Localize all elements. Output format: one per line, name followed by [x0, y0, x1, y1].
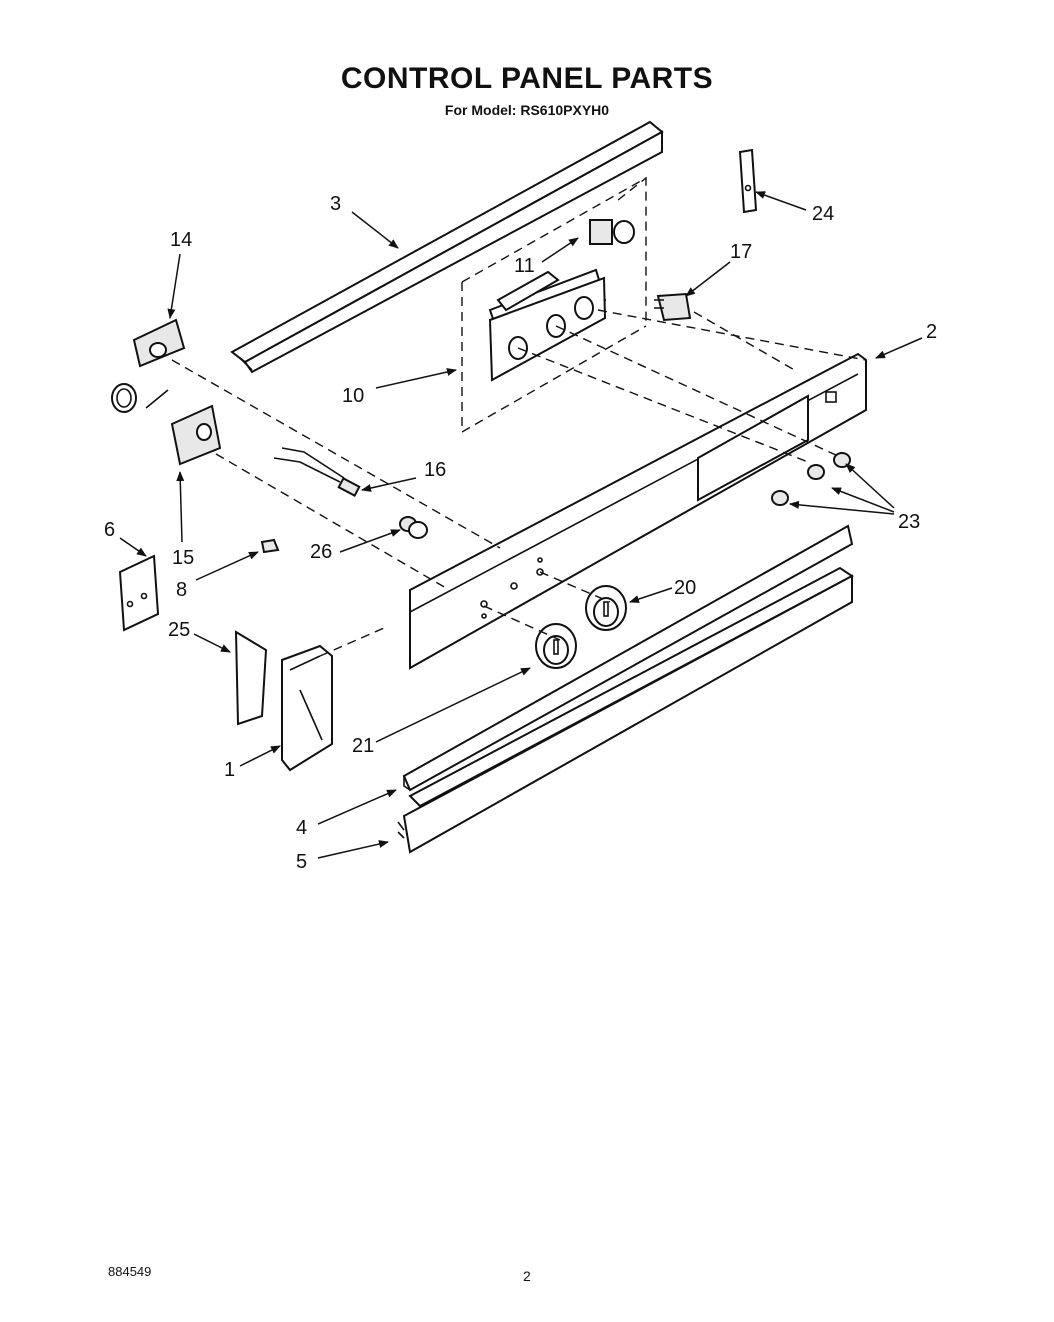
part-17-terminal: [654, 292, 692, 322]
part-21-knob: [535, 623, 577, 669]
part-25-bracket: [234, 630, 268, 726]
part-16-wire-harness: [273, 447, 361, 497]
page-number: 2: [523, 1268, 531, 1284]
model-subtitle: For Model: RS610PXYH0: [444, 102, 610, 118]
callout-10: 10: [342, 385, 364, 407]
callout-21: 21: [352, 735, 374, 757]
callout-6: 6: [104, 519, 115, 541]
callout-4: 4: [296, 817, 307, 839]
part-11-switch: [589, 219, 635, 245]
part-6-bracket: [118, 554, 160, 632]
part-23-nuts: [771, 452, 851, 506]
part-10-switch-housing: [461, 176, 647, 434]
part-5-bottom-trim: [397, 566, 854, 854]
page-title: CONTROL PANEL PARTS: [340, 62, 714, 95]
callout-8: 8: [176, 579, 187, 601]
part-8-clip: [260, 538, 280, 554]
callout-15: 15: [172, 547, 194, 569]
part-3-top-trim: [230, 120, 664, 374]
alignment-lines: [171, 177, 867, 657]
part-26-plug: [399, 516, 428, 539]
callout-26: 26: [310, 541, 332, 563]
callout-2: 2: [926, 321, 937, 343]
part-o-ring: [111, 383, 169, 413]
callout-25: 25: [168, 619, 190, 641]
part-20-knob: [585, 585, 627, 631]
callout-17: 17: [730, 241, 752, 263]
part-4-trim: [402, 524, 854, 792]
callout-3: 3: [330, 193, 341, 215]
part-1-end-cap: [281, 644, 333, 772]
callout-14: 14: [170, 229, 192, 251]
callout-11: 11: [514, 255, 535, 277]
callout-1: 1: [224, 759, 235, 781]
callout-5: 5: [296, 851, 307, 873]
callout-24: 24: [812, 203, 834, 225]
callout-20: 20: [674, 577, 696, 599]
part-15-block: [170, 404, 222, 466]
part-2-control-panel: [409, 352, 867, 670]
part-14-switch: [132, 318, 186, 368]
callout-leaders: [119, 191, 923, 859]
callout-16: 16: [424, 459, 446, 481]
part-24-bracket: [738, 148, 758, 214]
document-number: 884549: [108, 1264, 152, 1279]
callout-23: 23: [898, 511, 920, 533]
